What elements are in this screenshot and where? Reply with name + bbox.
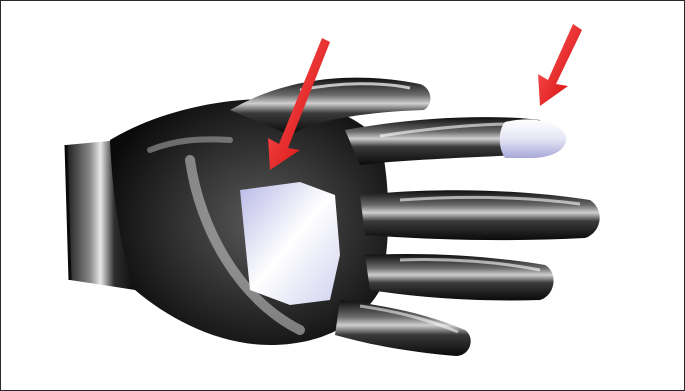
little-finger — [335, 300, 471, 356]
palm-selected-region — [240, 182, 340, 305]
ring-finger — [365, 254, 554, 300]
middle-finger — [360, 190, 600, 240]
fingertip-arrow — [538, 24, 582, 106]
index-fingertip-selected-region — [500, 119, 566, 158]
